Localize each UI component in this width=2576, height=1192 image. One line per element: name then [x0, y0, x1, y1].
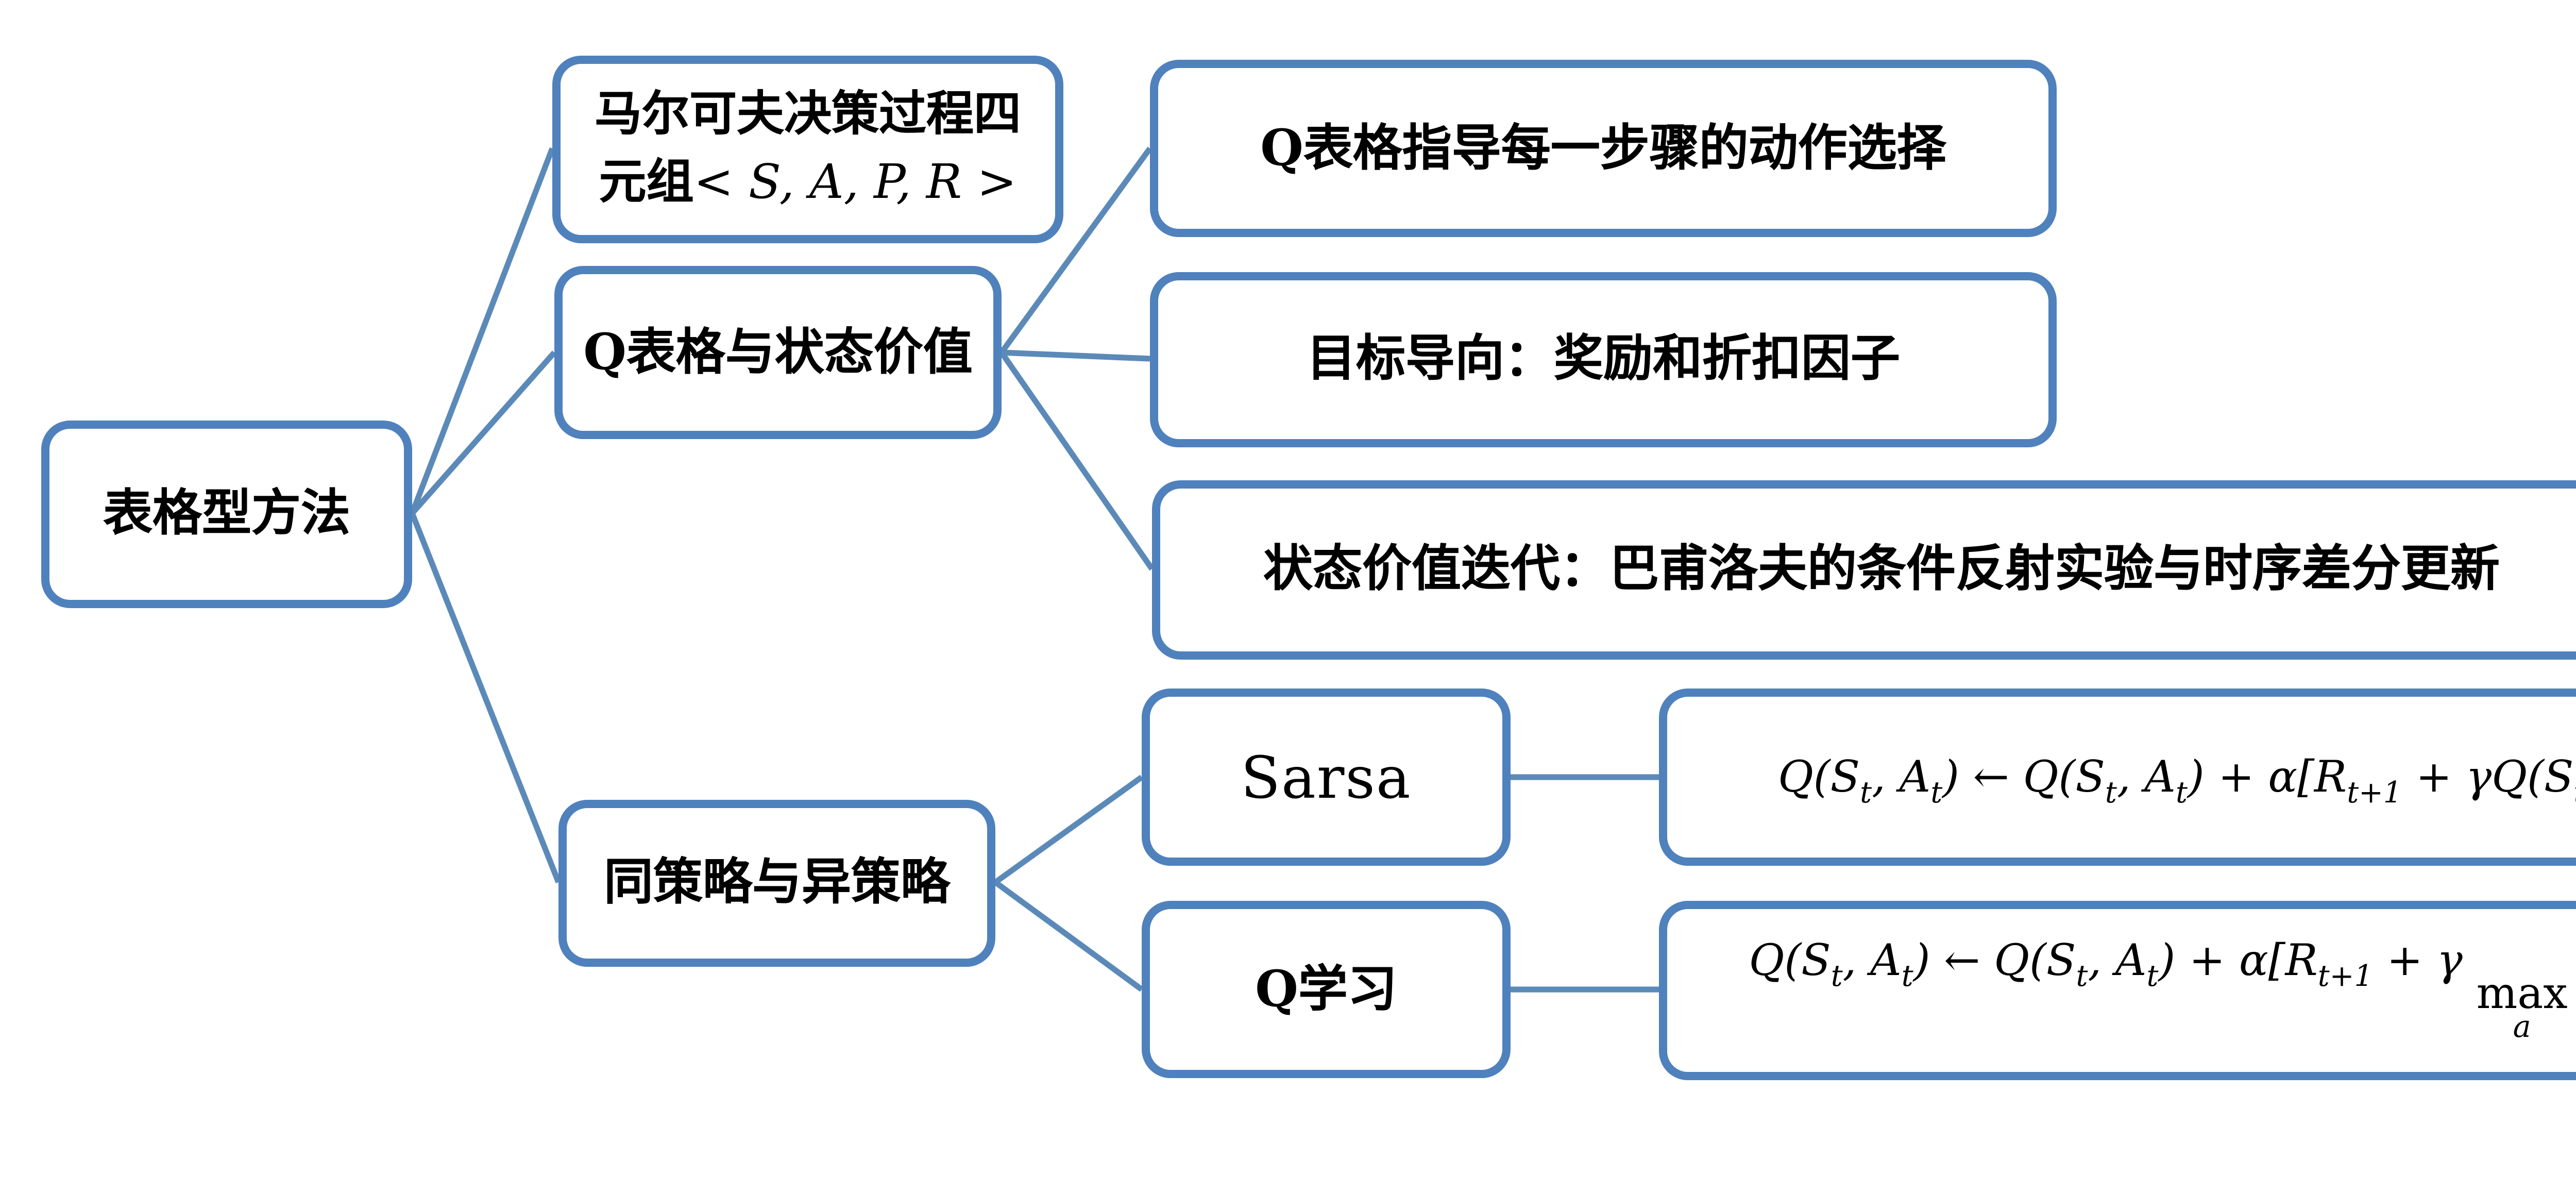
- leaf-goal-oriented: 目标导向：奖励和折扣因子: [1150, 272, 2057, 447]
- connector-root-to-policy: [409, 512, 562, 884]
- node-mdp-line2-math: < S, A, P, R >: [693, 157, 1017, 210]
- node-root-tabular-methods: 表格型方法: [41, 421, 412, 608]
- leaf-state-value-iteration-label: 状态价值迭代：巴甫洛夫的条件反射实验与时序差分更新: [1263, 538, 2500, 598]
- node-qtable-label: Q表格与状态价值: [583, 321, 973, 381]
- connector-qtable-to-valueiter: [999, 350, 1155, 571]
- node-mdp-tuple: 马尔可夫决策过程四 元组< S, A, P, R >: [552, 56, 1063, 243]
- leaf-qtable-guides-actions: Q表格指导每一步骤的动作选择: [1150, 60, 2057, 237]
- formula-sarsa-update-text: Q(St, At) ← Q(St, At) + α[Rt+1 + γQ(St+1…: [1777, 752, 2576, 811]
- connector-root-to-mdp: [409, 147, 555, 515]
- leaf-qtable-guides-actions-label: Q表格指导每一步骤的动作选择: [1260, 116, 1946, 177]
- leaf-goal-oriented-label: 目标导向：奖励和折扣因子: [1307, 328, 1900, 388]
- node-onpolicy-offpolicy: 同策略与异策略: [558, 800, 995, 967]
- leaf-sarsa: Sarsa: [1142, 689, 1511, 866]
- node-policy-label: 同策略与异策略: [604, 851, 950, 912]
- connector-qtable-to-step: [999, 146, 1153, 355]
- leaf-sarsa-label: Sarsa: [1241, 743, 1412, 811]
- leaf-state-value-iteration: 状态价值迭代：巴甫洛夫的条件反射实验与时序差分更新: [1152, 480, 2576, 660]
- leaf-qlearning-label: Q学习: [1255, 958, 1397, 1018]
- node-root-label: 表格型方法: [103, 482, 350, 543]
- node-mdp-line1: 马尔可夫决策过程四: [595, 86, 1021, 142]
- connector-root-to-qtable: [410, 350, 557, 515]
- leaf-qlearning: Q学习: [1142, 901, 1511, 1078]
- node-qtable-statevalue: Q表格与状态价值: [554, 266, 1002, 439]
- connector-qtable-to-goal: [1001, 349, 1150, 362]
- node-mdp-line2-prefix: 元组: [599, 155, 694, 210]
- connector-policy-to-qlearning: [993, 880, 1144, 992]
- node-mdp-line2: 元组< S, A, P, R >: [599, 148, 1017, 219]
- formula-sarsa-update: Q(St, At) ← Q(St, At) + α[Rt+1 + γQ(St+1…: [1659, 689, 2576, 866]
- connector-policy-to-sarsa: [993, 775, 1144, 885]
